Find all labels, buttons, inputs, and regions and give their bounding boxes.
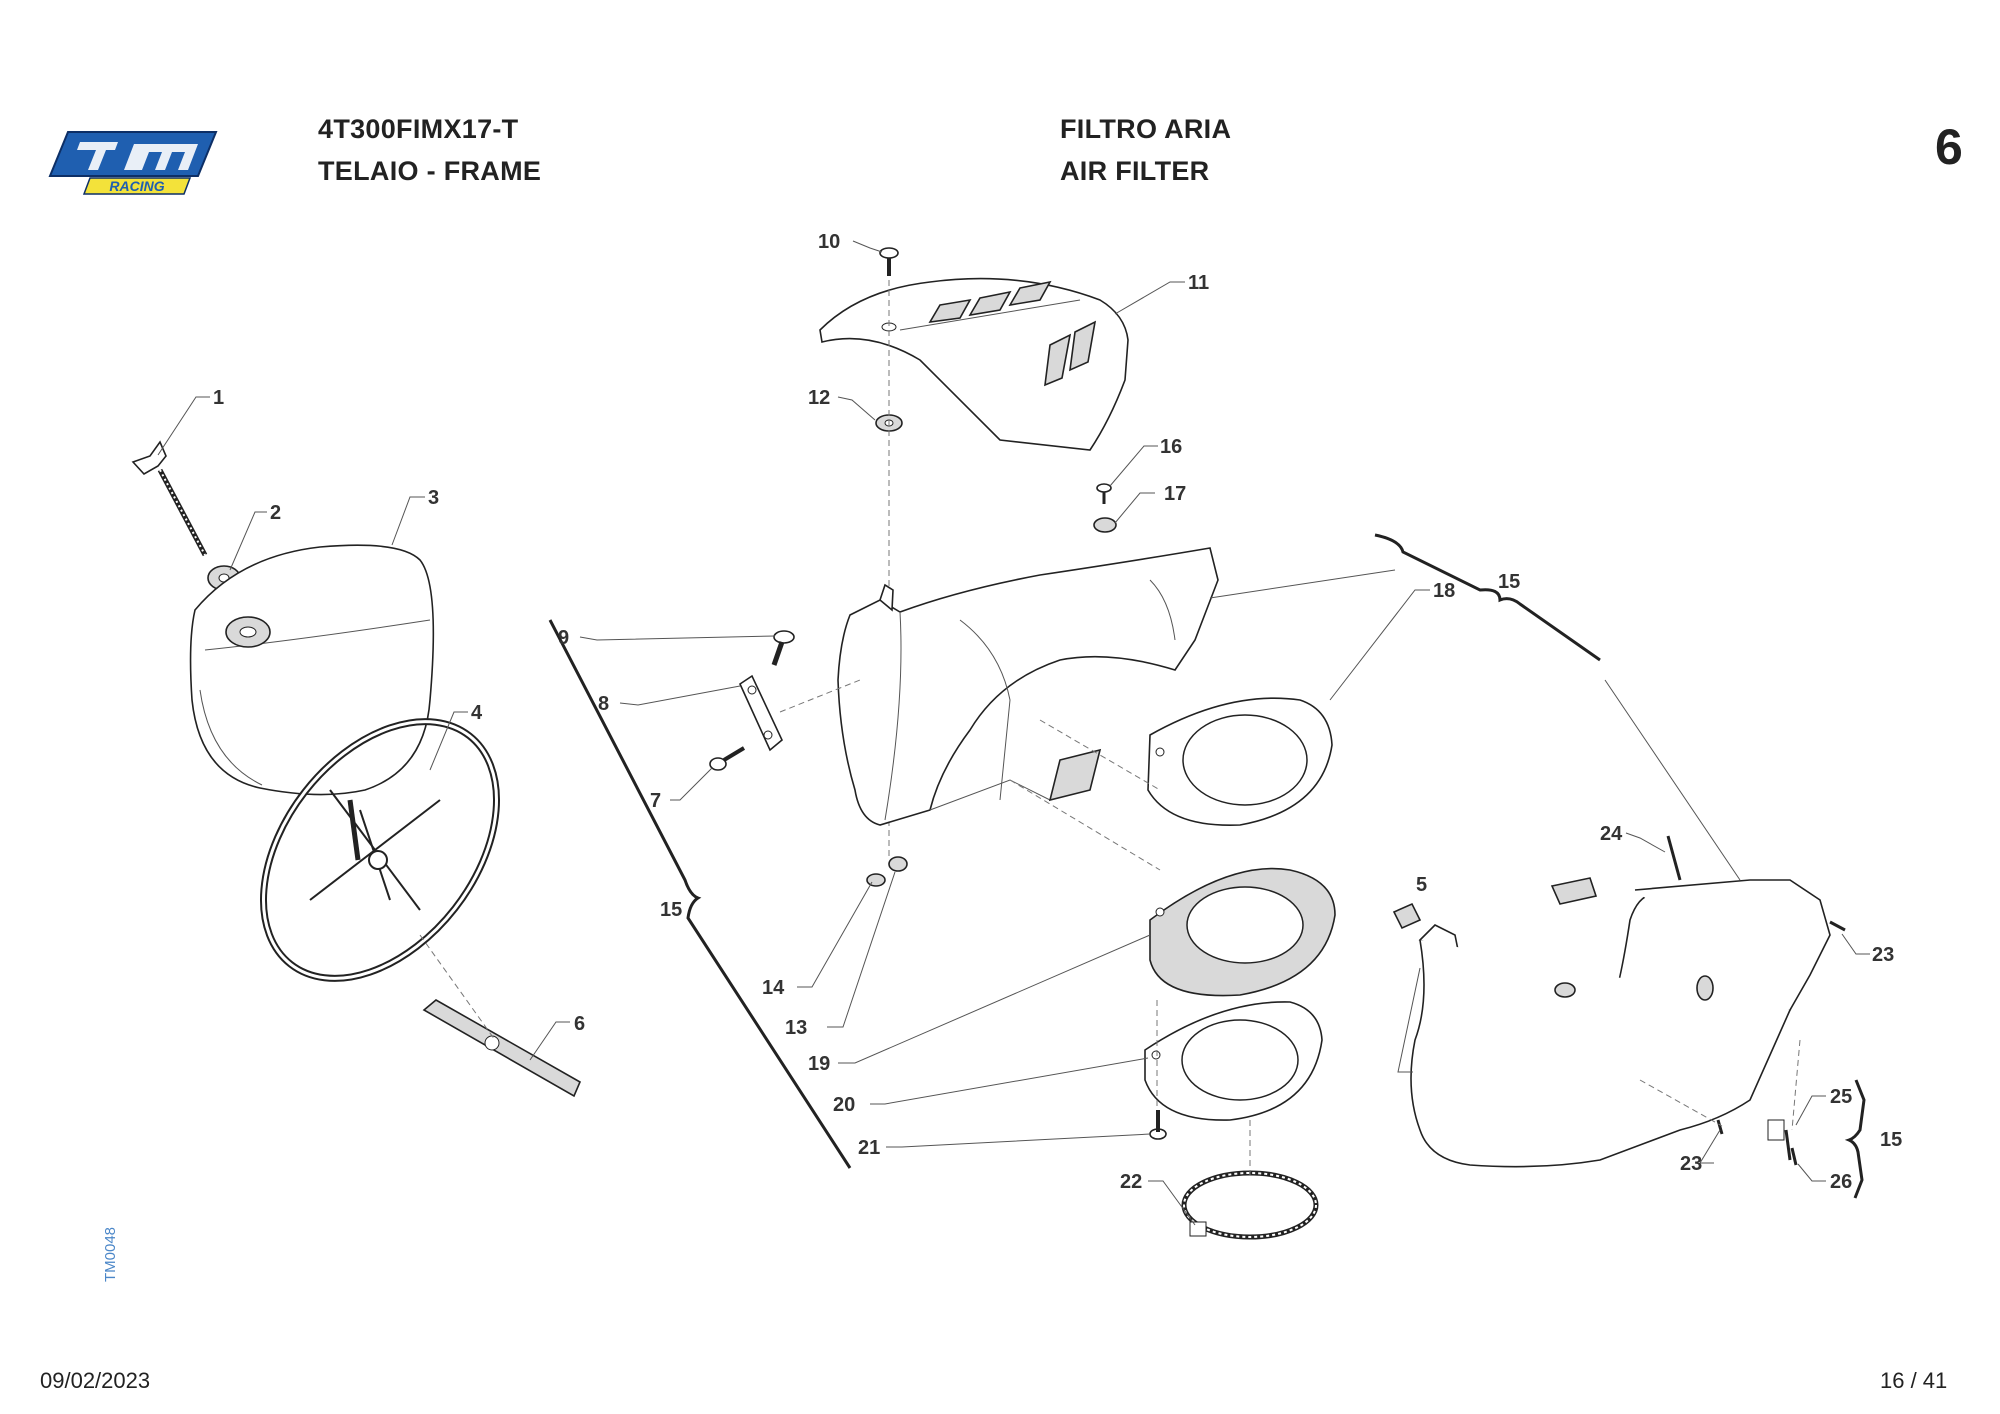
callout-15-top: 15: [1498, 571, 1520, 593]
part-filter-cage: [259, 718, 501, 982]
callout-26: 26: [1830, 1171, 1852, 1193]
part-panel-screw-top: [1829, 920, 1846, 932]
callout-9: 9: [558, 627, 569, 649]
group-title-english: AIR FILTER: [1060, 156, 1210, 186]
callout-16: 16: [1160, 436, 1182, 458]
part-flange-screw: [771, 630, 795, 666]
part-wing-bolt: [131, 440, 208, 557]
page-indicator: 16 / 41: [1880, 1368, 1948, 1393]
part-air-filter-element: [189, 544, 435, 796]
part-intake-flange: [1149, 867, 1336, 997]
tm-racing-logo: RACING: [48, 124, 218, 202]
part-small-screw: [1096, 483, 1112, 504]
part-bracket-plate: [738, 674, 783, 752]
part-clip: [1392, 902, 1422, 930]
callout-23-top: 23: [1872, 944, 1894, 966]
part-airbox-housing: [837, 547, 1219, 826]
callout-12: 12: [808, 387, 830, 409]
part-side-panel: [1410, 879, 1831, 1168]
part-gasket-lower: [1144, 1001, 1323, 1121]
drawing-code: TM0048: [102, 1226, 119, 1282]
callout-10: 10: [818, 231, 840, 253]
callout-8: 8: [598, 693, 609, 715]
callout-6: 6: [574, 1013, 585, 1035]
brace-group-left: [548, 619, 852, 1169]
callout-4: 4: [471, 702, 483, 724]
part-gasket-upper: [1147, 697, 1333, 827]
callout-20: 20: [833, 1094, 855, 1116]
callout-15-right: 15: [1880, 1129, 1902, 1151]
callout-21: 21: [858, 1137, 880, 1159]
part-cover-screw: [879, 247, 899, 276]
section-name: TELAIO - FRAME: [318, 156, 542, 186]
group-title-italian: FILTRO ARIA: [1060, 114, 1232, 144]
callout-22: 22: [1120, 1171, 1142, 1193]
part-rubber-stop: [1767, 1119, 1792, 1161]
callout-13: 13: [785, 1017, 807, 1039]
part-nut: [888, 856, 908, 872]
svg-text:RACING: RACING: [109, 178, 164, 194]
part-nut-washer: [866, 873, 886, 887]
callout-5: 5: [1416, 874, 1427, 896]
callout-2: 2: [270, 502, 281, 524]
callout-1: 1: [213, 387, 224, 409]
model-code: 4T300FIMX17-T: [318, 114, 519, 144]
part-small-washer: [1093, 517, 1117, 533]
print-date: 09/02/2023: [40, 1368, 151, 1393]
callout-24: 24: [1600, 823, 1623, 845]
callout-15-left: 15: [660, 899, 682, 921]
part-small-pin: [1790, 1147, 1798, 1166]
part-panel-screw-bottom: [1716, 1119, 1724, 1135]
callout-7: 7: [650, 790, 661, 812]
part-flange-bolt: [1149, 1110, 1167, 1140]
leader-lines: [157, 240, 1870, 1226]
brace-group-top-right: [1374, 533, 1601, 662]
callout-23-bottom: 23: [1680, 1153, 1702, 1175]
callout-11: 11: [1188, 272, 1209, 294]
part-bracket-screw: [709, 746, 746, 771]
callout-17: 17: [1164, 483, 1186, 505]
part-rivet: [1666, 835, 1682, 881]
part-filter-bracket: [422, 999, 582, 1098]
brace-group-bottom-right: [1844, 1079, 1866, 1199]
callout-3: 3: [428, 487, 439, 509]
group-number: 6: [1935, 119, 1963, 175]
callout-19: 19: [808, 1053, 830, 1075]
part-hose-clamp: [1181, 1170, 1319, 1240]
part-airbox-cover: [819, 277, 1129, 451]
callout-18: 18: [1433, 580, 1455, 602]
part-grommet-plate: [1550, 877, 1598, 905]
callout-14: 14: [762, 977, 785, 999]
callout-labels: 1 2 3 4 5 6 7 8 9 10 11 12 13 14 15 15 1…: [213, 231, 1902, 1193]
callout-25: 25: [1830, 1086, 1852, 1108]
